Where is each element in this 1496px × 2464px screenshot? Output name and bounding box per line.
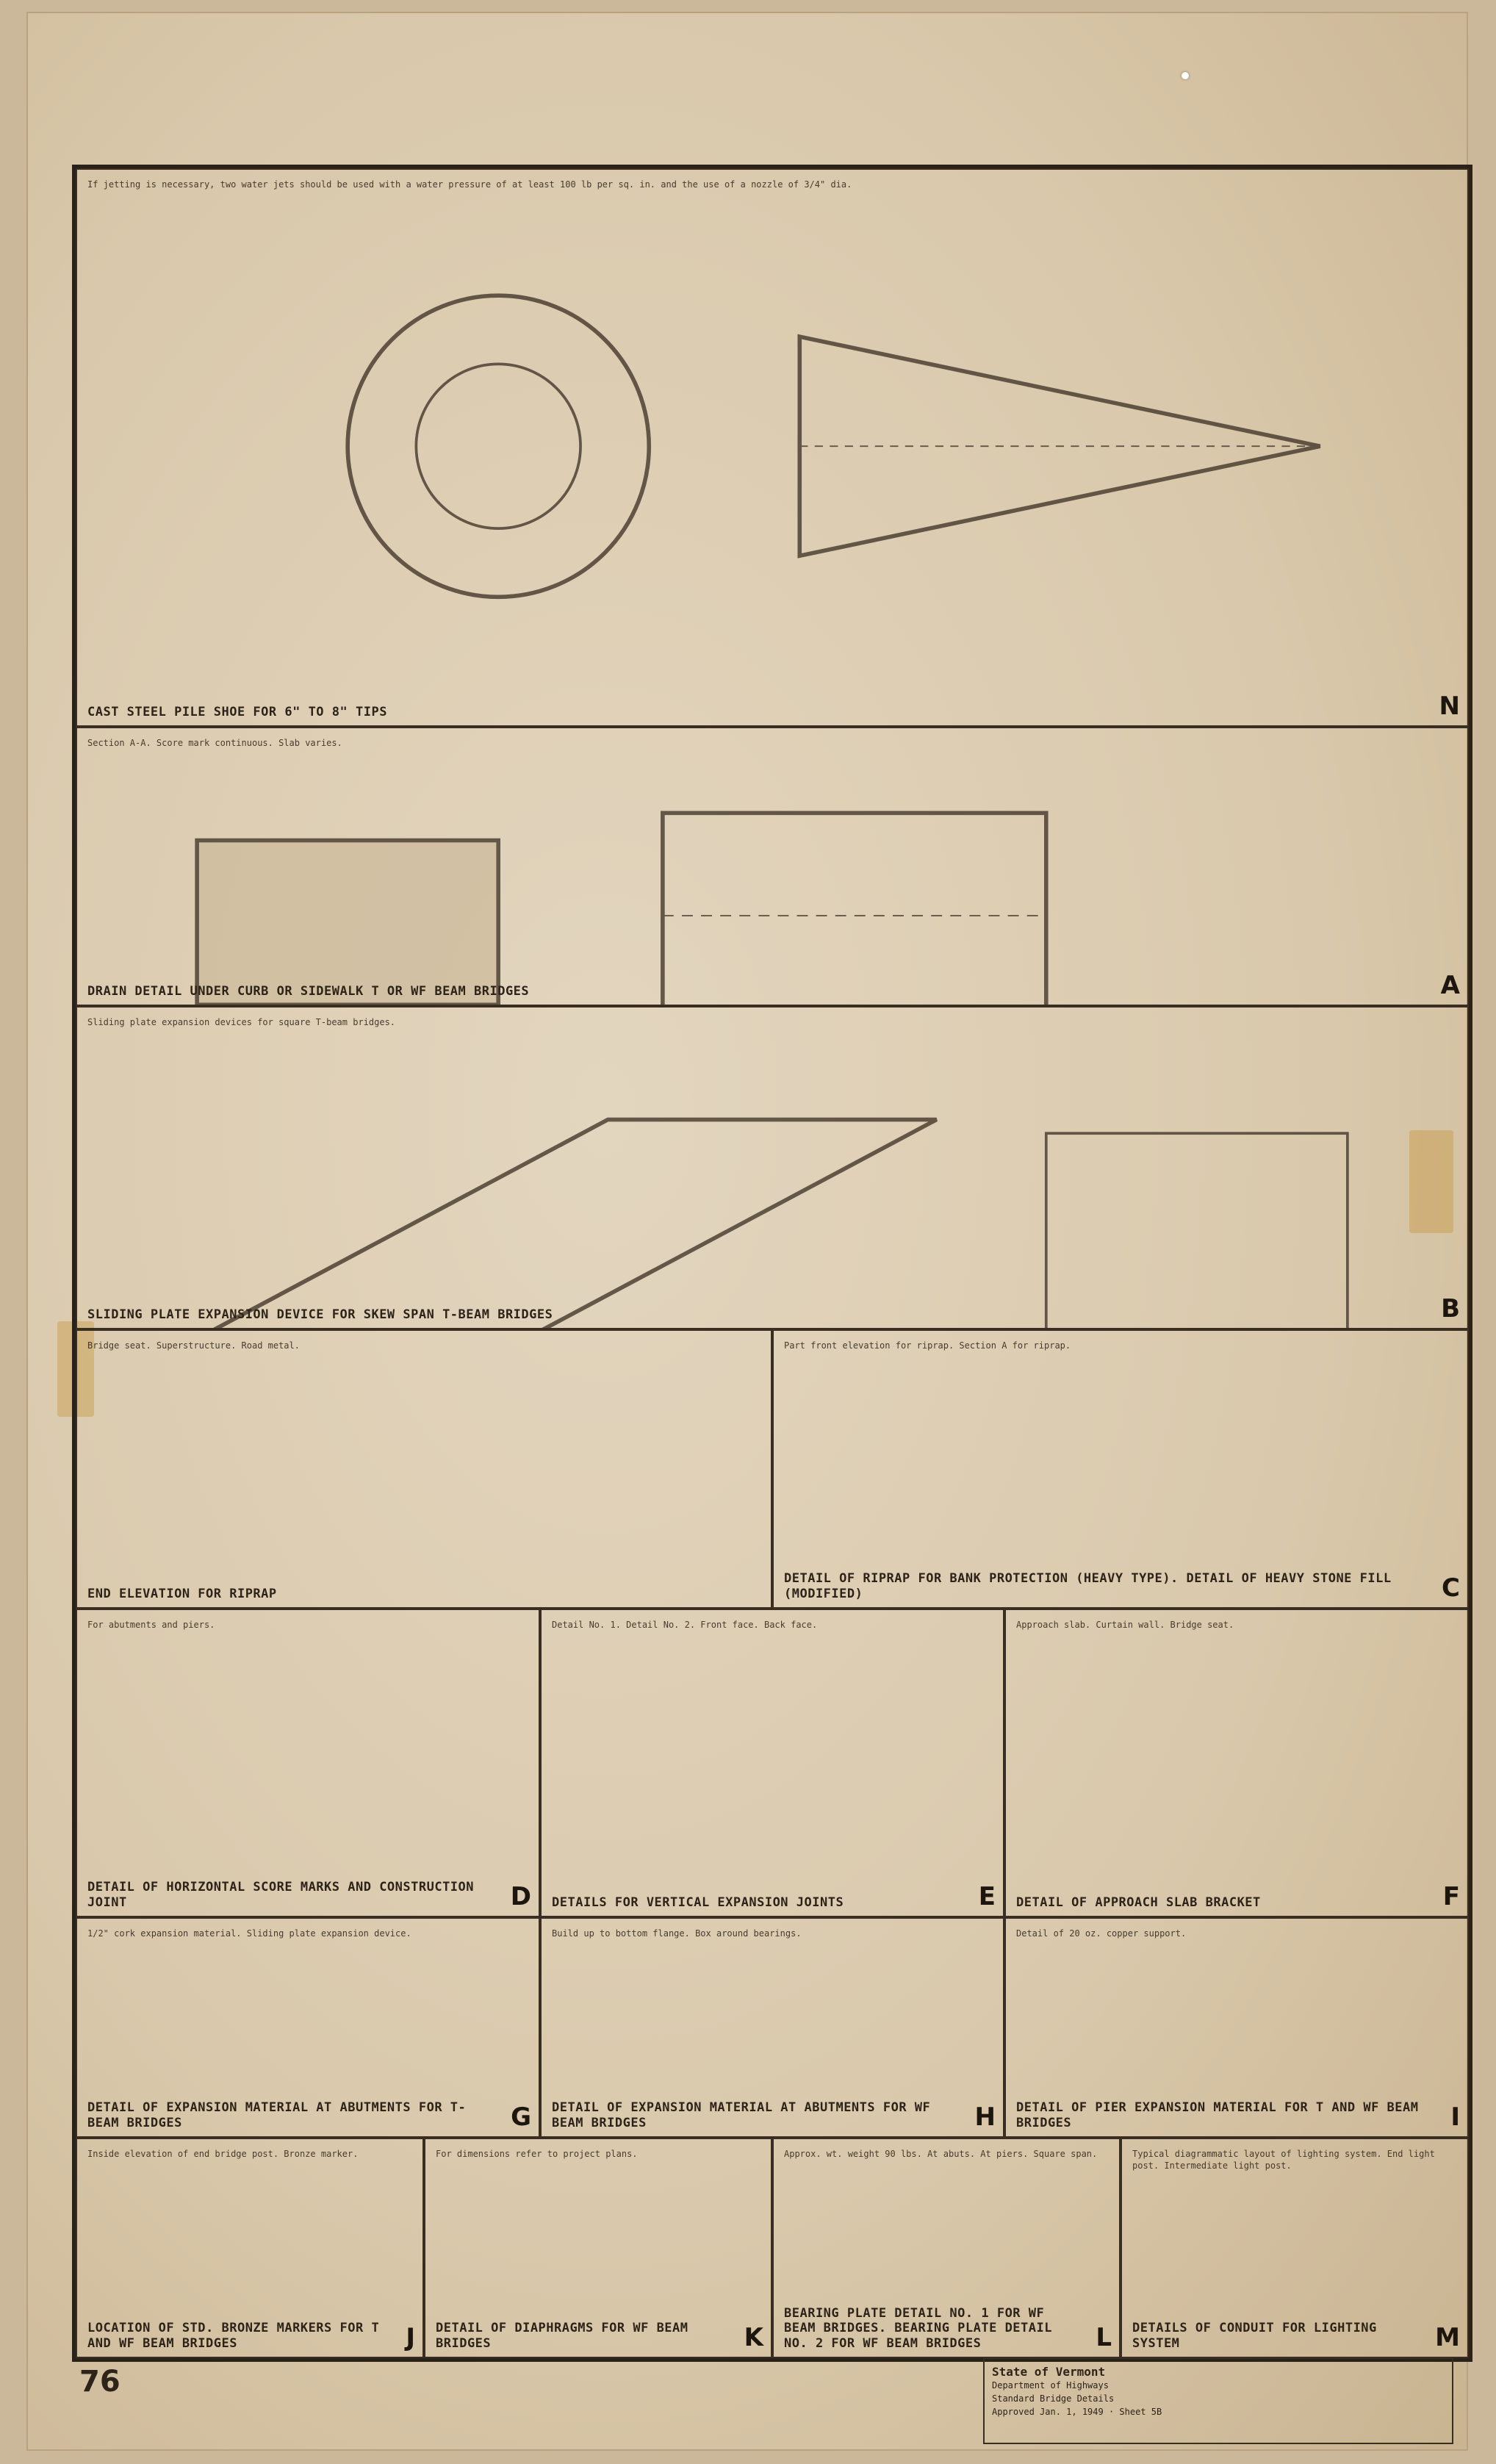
detail-letter: G xyxy=(511,2102,531,2132)
title-block: State of Vermont Department of Highways … xyxy=(983,2357,1453,2444)
detail-m: Typical diagrammatic layout of lighting … xyxy=(1121,2138,1469,2358)
detail-j: Inside elevation of end bridge post. Bro… xyxy=(76,2138,424,2358)
drain-sketch xyxy=(195,811,1049,1005)
detail-letter: F xyxy=(1442,1882,1460,1911)
detail-title: Detail of Horizontal Score Marks and Con… xyxy=(87,1880,475,1910)
sliding-plate-sketch xyxy=(212,1117,1349,1328)
detail-a: Section A-A. Score mark continuous. Slab… xyxy=(76,727,1469,1006)
detail-note: 1/2" cork expansion material. Sliding pl… xyxy=(87,1928,411,1939)
detail-note: For dimensions refer to project plans. xyxy=(436,2149,638,2159)
detail-title: Detail of Approach Slab Bracket xyxy=(1016,1894,1261,1910)
detail-title: Details of Conduit for Lighting System xyxy=(1132,2321,1377,2351)
detail-title: Detail of Riprap for Bank Protection (He… xyxy=(784,1571,1392,1601)
detail-title: Cast Steel Pile Shoe for 6" to 8" Tips xyxy=(87,704,387,719)
detail-note: Sliding plate expansion devices for squa… xyxy=(87,1017,396,1027)
detail-end-elevation-riprap: Bridge seat. Superstructure. Road metal.… xyxy=(76,1329,772,1609)
detail-k: For dimensions refer to project plans. D… xyxy=(424,2138,772,2358)
detail-letter: M xyxy=(1435,2323,1460,2352)
standard-name: Standard Bridge Details xyxy=(992,2393,1115,2404)
detail-note: Section A-A. Score mark continuous. Slab… xyxy=(87,738,342,748)
detail-e: Detail No. 1. Detail No. 2. Front face. … xyxy=(540,1609,1004,1917)
detail-f: Approach slab. Curtain wall. Bridge seat… xyxy=(1004,1609,1469,1917)
detail-letter: H xyxy=(974,2102,996,2132)
detail-note: Bridge seat. Superstructure. Road metal. xyxy=(87,1340,300,1351)
drawing-border: If jetting is necessary, two water jets … xyxy=(72,165,1472,2362)
detail-letter: D xyxy=(510,1882,531,1911)
detail-title: Detail of Expansion Material at Abutment… xyxy=(87,2100,467,2130)
drawing-sheet: If jetting is necessary, two water jets … xyxy=(28,13,1472,2449)
tape-stain xyxy=(1409,1130,1453,1233)
detail-title: Location of Std. Bronze Markers for T an… xyxy=(87,2321,380,2351)
detail-title: Drain Detail Under Curb or Sidewalk T or… xyxy=(87,983,530,999)
punch-hole xyxy=(1182,72,1189,79)
detail-c: Part front elevation for riprap. Section… xyxy=(772,1329,1469,1609)
detail-title: Details for Vertical Expansion Joints xyxy=(552,1894,844,1910)
approved-label: Approved xyxy=(992,2407,1035,2417)
detail-title: Detail of Expansion Material at Abutment… xyxy=(552,2100,931,2130)
detail-letter: J xyxy=(406,2323,415,2352)
department-name: Department of Highways xyxy=(992,2380,1109,2391)
detail-note: Detail No. 1. Detail No. 2. Front face. … xyxy=(552,1620,818,1630)
detail-note: Detail of 20 oz. copper support. xyxy=(1016,1928,1187,1939)
sheet-number: 76 xyxy=(79,2365,121,2399)
state-name: State of Vermont xyxy=(992,2365,1106,2379)
detail-n: If jetting is necessary, two water jets … xyxy=(76,168,1469,727)
detail-title: Sliding Plate Expansion Device for Skew … xyxy=(87,1307,553,1322)
detail-letter: L xyxy=(1096,2323,1112,2352)
detail-title: Detail of Pier Expansion Material for T … xyxy=(1016,2100,1419,2130)
detail-b: Sliding plate expansion devices for squa… xyxy=(76,1006,1469,1329)
detail-note: Approach slab. Curtain wall. Bridge seat… xyxy=(1016,1620,1234,1630)
detail-note: For abutments and piers. xyxy=(87,1620,215,1630)
detail-note: Typical diagrammatic layout of lighting … xyxy=(1132,2149,1435,2172)
approved-date: Jan. 1, 1949 xyxy=(1040,2407,1104,2417)
detail-letter: A xyxy=(1440,971,1460,1000)
detail-h: Build up to bottom flange. Box around be… xyxy=(540,1917,1004,2138)
detail-note: Part front elevation for riprap. Section… xyxy=(784,1340,1071,1351)
detail-l: Approx. wt. weight 90 lbs. At abuts. At … xyxy=(772,2138,1121,2358)
detail-note: Inside elevation of end bridge post. Bro… xyxy=(87,2149,359,2159)
detail-note: If jetting is necessary, two water jets … xyxy=(87,179,852,190)
pile-shoe-sketch xyxy=(345,293,1321,600)
detail-title: Bearing Plate Detail No. 1 for WF Beam B… xyxy=(784,2305,1052,2351)
detail-letter: K xyxy=(744,2323,763,2352)
detail-letter: I xyxy=(1450,2102,1460,2132)
detail-letter: N xyxy=(1439,692,1460,721)
detail-d: For abutments and piers. Detail of Horiz… xyxy=(76,1609,540,1917)
detail-g: 1/2" cork expansion material. Sliding pl… xyxy=(76,1917,540,2138)
detail-letter: B xyxy=(1441,1294,1460,1323)
detail-letter: E xyxy=(978,1882,996,1911)
detail-i: Detail of 20 oz. copper support. Detail … xyxy=(1004,1917,1469,2138)
detail-letter: C xyxy=(1442,1573,1460,1603)
detail-title: End Elevation for Riprap xyxy=(87,1586,277,1601)
sheet-label: Sheet 5B xyxy=(1119,2407,1162,2417)
detail-note: Build up to bottom flange. Box around be… xyxy=(552,1928,802,1939)
detail-note: Approx. wt. weight 90 lbs. At abuts. At … xyxy=(784,2149,1098,2159)
